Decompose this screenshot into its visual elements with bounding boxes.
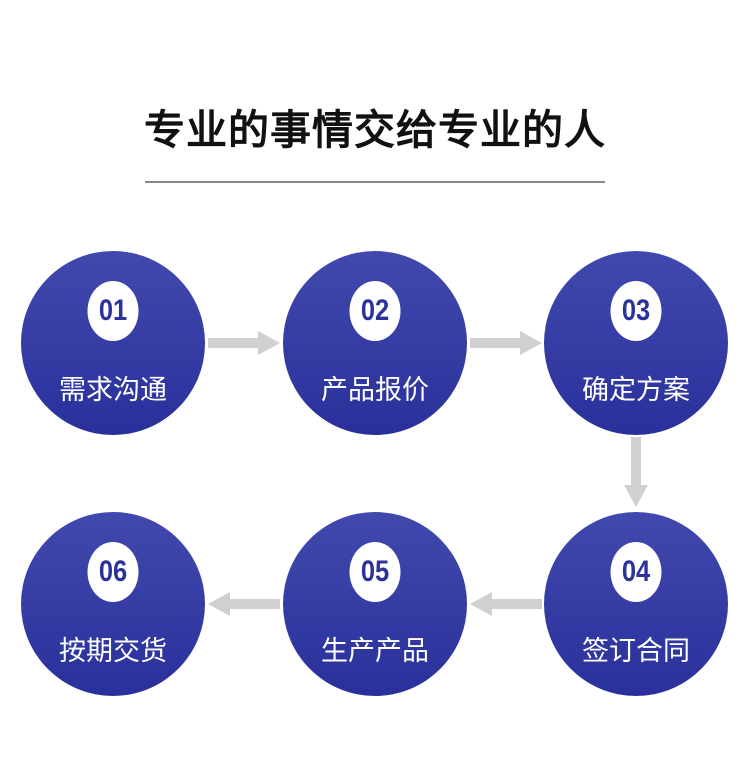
step-1: 01 需求沟通 [21, 251, 205, 435]
step-label: 签订合同 [582, 636, 690, 667]
arrow-left-icon [208, 592, 280, 616]
step-label: 产品报价 [321, 375, 429, 406]
step-label: 生产产品 [321, 636, 429, 667]
step-3: 03 确定方案 [544, 251, 728, 435]
step-number: 05 [349, 542, 401, 602]
step-label: 按期交货 [59, 636, 167, 667]
arrow-right-icon [208, 331, 280, 355]
arrow-right-icon [470, 331, 542, 355]
step-label: 需求沟通 [59, 375, 167, 406]
step-number: 03 [610, 281, 662, 341]
title-divider [145, 181, 605, 183]
step-number: 02 [349, 281, 401, 341]
step-6: 06 按期交货 [21, 512, 205, 696]
page-title: 专业的事情交给专业的人 [144, 106, 606, 154]
step-4: 04 签订合同 [544, 512, 728, 696]
step-label: 确定方案 [582, 375, 690, 406]
step-number: 04 [610, 542, 662, 602]
step-2: 02 产品报价 [283, 251, 467, 435]
step-number: 06 [87, 542, 139, 602]
arrow-down-icon [624, 437, 648, 507]
step-5: 05 生产产品 [283, 512, 467, 696]
step-number: 01 [87, 281, 139, 341]
arrow-left-icon [470, 592, 542, 616]
